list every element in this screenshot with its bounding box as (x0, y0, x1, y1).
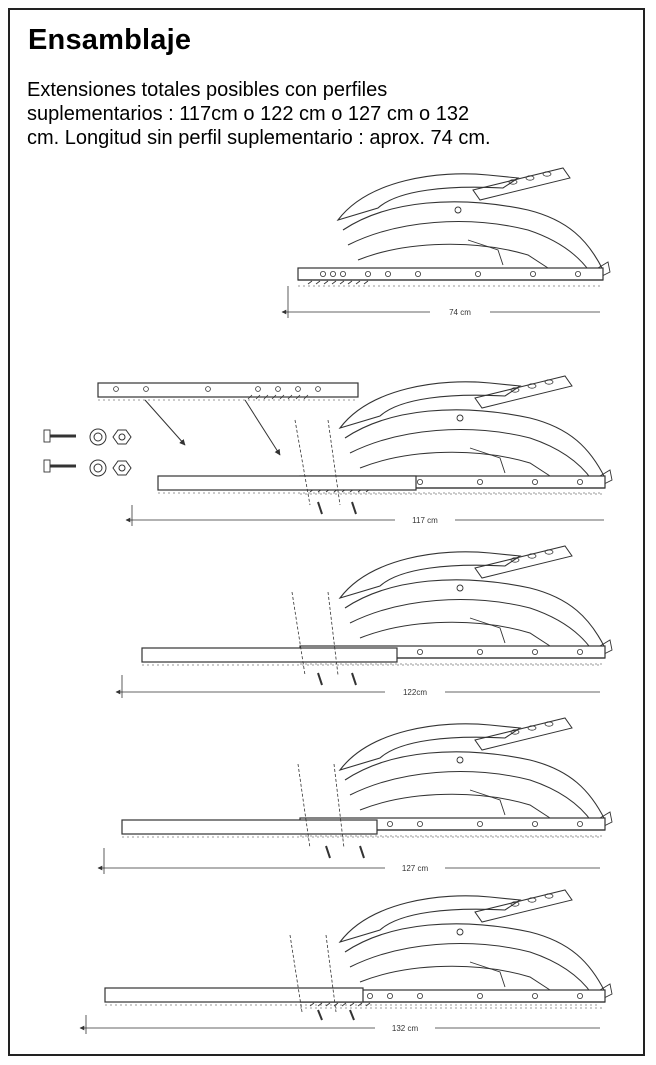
figure-122cm: 122cm (115, 545, 613, 698)
dimension-label-74: 74 cm (449, 308, 471, 317)
intro-text: Extensiones totales posibles con perfile… (27, 78, 637, 150)
dimension-label-117: 117 cm (412, 516, 438, 525)
page-title: Ensamblaje (28, 24, 192, 56)
washer-icon (89, 428, 107, 477)
nut-icon (112, 429, 132, 476)
figure-127cm: 127 cm (97, 717, 613, 874)
figure-132cm: 132 cm (79, 889, 613, 1034)
bolt-icon (43, 429, 76, 473)
intro-line-3: cm. Longitud sin perfil suplementario : … (27, 127, 491, 149)
dimension-label-132: 132 cm (392, 1024, 419, 1033)
intro-line-2: suplementarios : 117cm o 122 cm o 127 cm… (27, 103, 470, 125)
page-frame (8, 8, 645, 1056)
dimension-label-122: 122cm (403, 688, 427, 697)
intro-line-1: Extensiones totales posibles con perfile… (27, 79, 388, 101)
dimension-label-127: 127 cm (402, 864, 429, 873)
figure-117cm: 117 cm (43, 375, 613, 526)
figure-74cm: 74 cm (281, 167, 611, 318)
